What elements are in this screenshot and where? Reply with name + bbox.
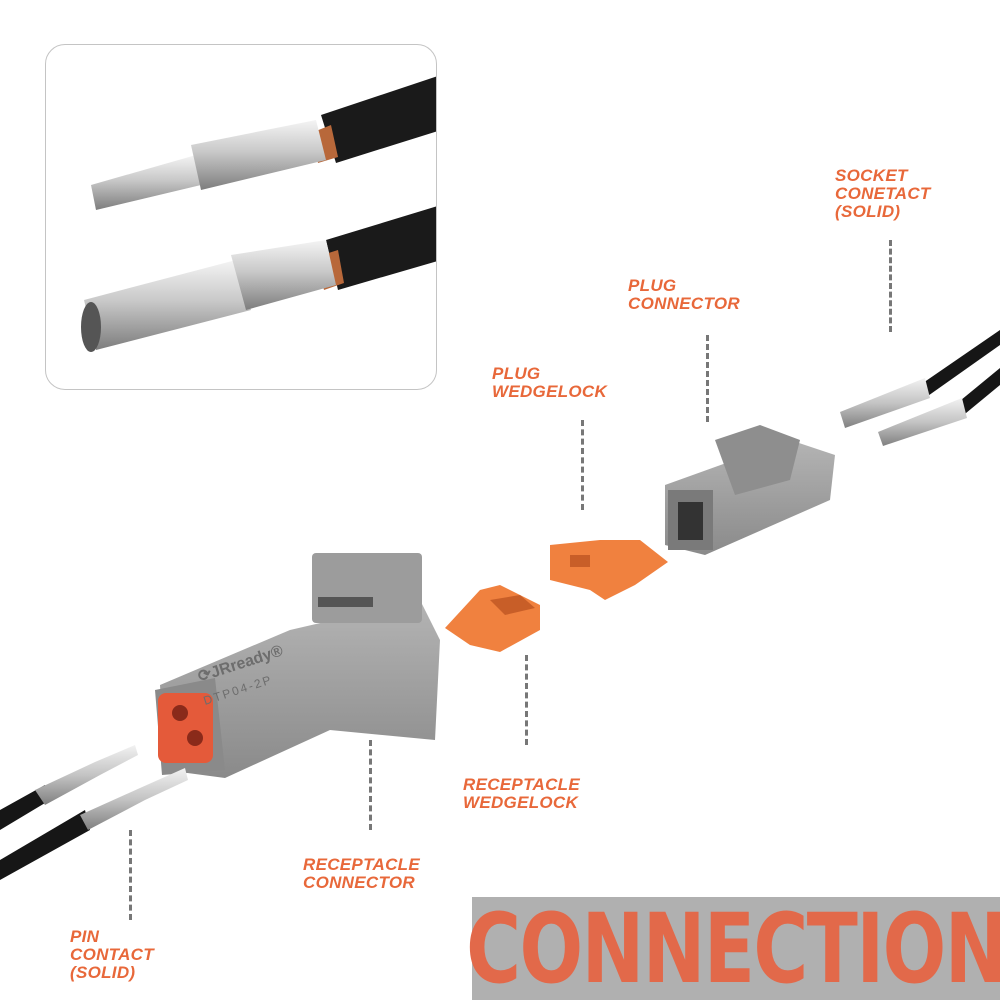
label-line: PLUG (492, 364, 541, 383)
pin-contacts (0, 745, 188, 880)
label-line: WEDGELOCK (463, 793, 579, 812)
label-plug-wedgelock: PLUG WEDGELOCK (492, 365, 607, 401)
label-plug-connector: PLUG CONNECTOR (628, 277, 740, 313)
label-line: PLUG (628, 276, 677, 295)
label-line: RECEPTACLE (463, 775, 580, 794)
socket-contacts (840, 330, 1000, 446)
label-line: CONETACT (835, 184, 931, 203)
label-receptacle-wedgelock: RECEPTACLE WEDGELOCK (463, 776, 580, 812)
plug-connector (665, 425, 835, 555)
receptacle-connector: ⟳JRready® DTP04-2P (155, 553, 440, 778)
contacts-closeup-image (81, 76, 436, 352)
leader-receptacle-wedgelock (525, 655, 528, 745)
label-receptacle-connector: RECEPTACLE CONNECTOR (303, 856, 420, 892)
leader-plug-connector (706, 335, 709, 422)
label-line: CONTACT (70, 945, 154, 964)
label-line: WEDGELOCK (492, 382, 608, 401)
label-line: CONNECTOR (628, 294, 740, 313)
label-line: (SOLID) (835, 202, 901, 221)
leader-plug-wedgelock (581, 420, 584, 510)
label-line: SOCKET (835, 166, 908, 185)
label-line: RECEPTACLE (303, 855, 420, 874)
connection-banner: CONNECTION (466, 897, 1000, 1000)
label-socket-contact: SOCKET CONETACT (SOLID) (835, 167, 931, 221)
leader-receptacle-connector (369, 740, 372, 830)
label-line: CONNECTOR (303, 873, 415, 892)
label-line: PIN (70, 927, 100, 946)
leader-pin-contact (129, 830, 132, 920)
plug-wedgelock (550, 540, 668, 600)
label-pin-contact: PIN CONTACT (SOLID) (70, 928, 154, 982)
contacts-closeup-inset (45, 44, 437, 390)
leader-socket-contact (889, 240, 892, 332)
receptacle-wedgelock (445, 585, 540, 652)
banner-title: CONNECTION (466, 892, 1000, 1005)
label-line: (SOLID) (70, 963, 136, 982)
